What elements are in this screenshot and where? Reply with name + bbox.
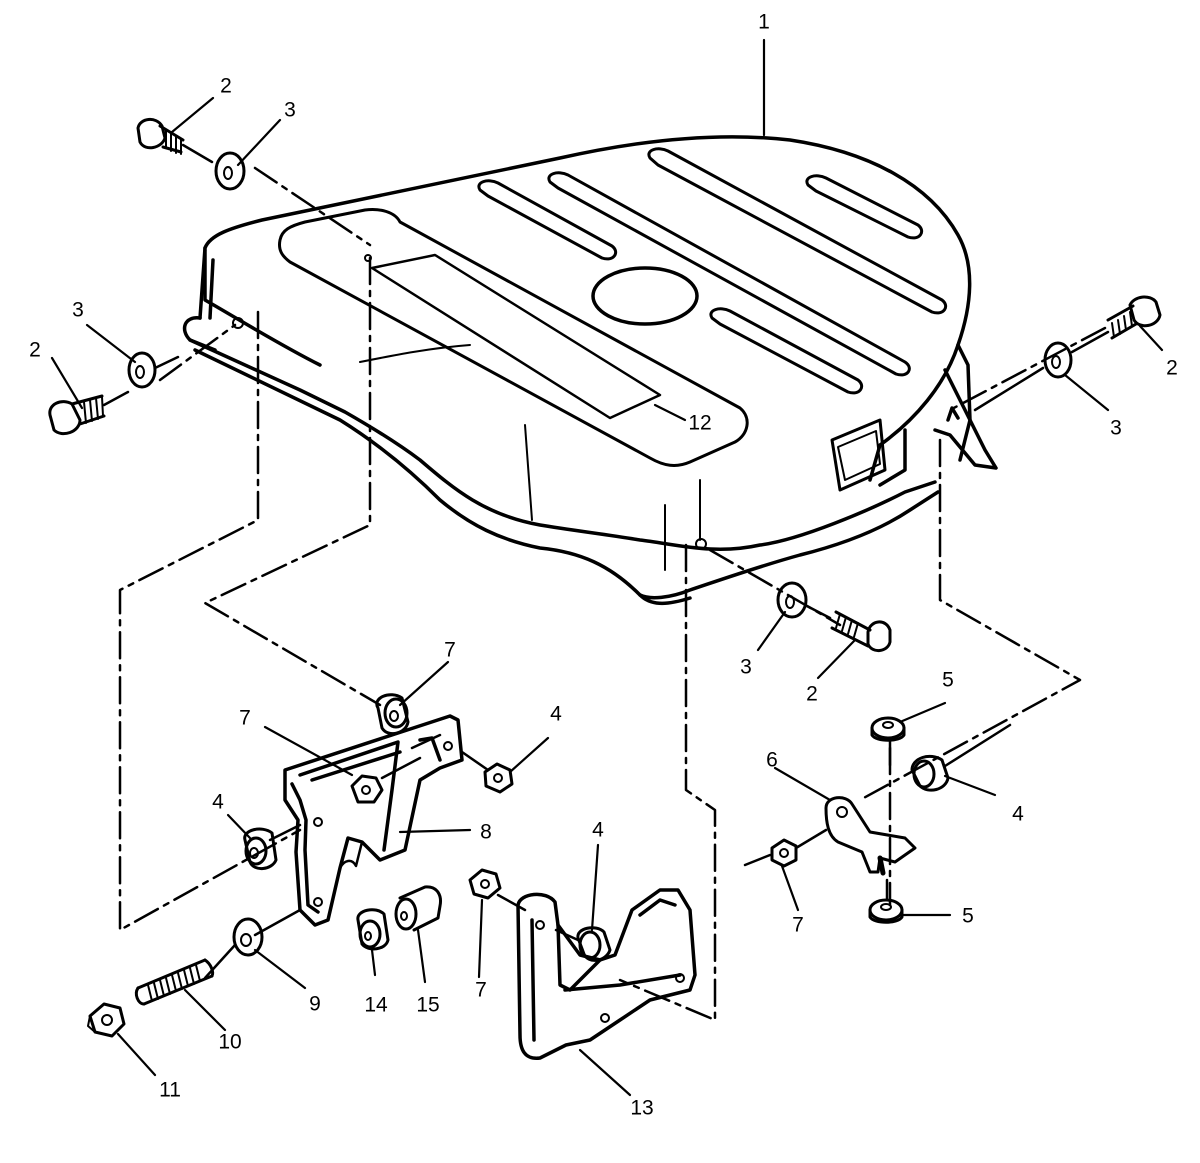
callout-13-right-bracket: 13 xyxy=(630,1096,654,1120)
callout-5-flat-washer: 5 xyxy=(962,904,974,928)
callout-7-nut: 7 xyxy=(239,706,251,730)
callout-4-spacer: 4 xyxy=(550,702,562,726)
callout-10-stud: 10 xyxy=(218,1030,242,1054)
bolt-parts xyxy=(48,118,1162,652)
washer-parts xyxy=(127,151,1073,619)
flat-washer-parts xyxy=(868,716,906,924)
large-washer-part xyxy=(232,917,264,957)
assembly-axis-lines xyxy=(102,143,1110,980)
callout-4-spacer: 4 xyxy=(212,790,224,814)
callout-leader-lines xyxy=(50,38,1164,1097)
callout-2-bolt: 2 xyxy=(1166,356,1178,380)
small-bracket-part xyxy=(824,796,917,876)
callout-8-left-bracket: 8 xyxy=(480,820,492,844)
bushing-and-sleeve-parts xyxy=(356,885,442,951)
callout-7-nut: 7 xyxy=(475,978,487,1002)
callout-2-bolt: 2 xyxy=(806,682,818,706)
callout-11-stud-nut: 11 xyxy=(159,1078,181,1102)
callout-4-spacer: 4 xyxy=(592,818,604,842)
callout-3-washer: 3 xyxy=(1110,416,1122,440)
callout-4-spacer: 4 xyxy=(1012,802,1024,826)
cover-part xyxy=(182,135,998,605)
callout-5-flat-washer: 5 xyxy=(942,668,954,692)
callout-7-nut: 7 xyxy=(444,638,456,662)
callout-7-nut: 7 xyxy=(792,913,804,937)
callout-2-bolt: 2 xyxy=(29,338,41,362)
callout-14-bushing: 14 xyxy=(364,993,388,1017)
callout-1-cover: 1 xyxy=(758,10,770,34)
callout-6-small-bracket: 6 xyxy=(766,748,778,772)
stud-and-nut-parts xyxy=(87,958,215,1038)
left-bracket-part xyxy=(283,714,464,927)
callout-9-large-washer: 9 xyxy=(309,992,321,1016)
right-bracket-part xyxy=(516,888,697,1060)
callout-15-sleeve: 15 xyxy=(416,993,440,1017)
dashed-assembly-lines xyxy=(118,166,1107,1022)
callout-3-washer: 3 xyxy=(284,98,296,122)
callout-3-washer: 3 xyxy=(740,655,752,679)
callout-2-bolt: 2 xyxy=(220,74,232,98)
spacer-and-nut-parts xyxy=(243,693,950,962)
callout-3-washer: 3 xyxy=(72,298,84,322)
callout-12-decal: 12 xyxy=(688,411,712,435)
